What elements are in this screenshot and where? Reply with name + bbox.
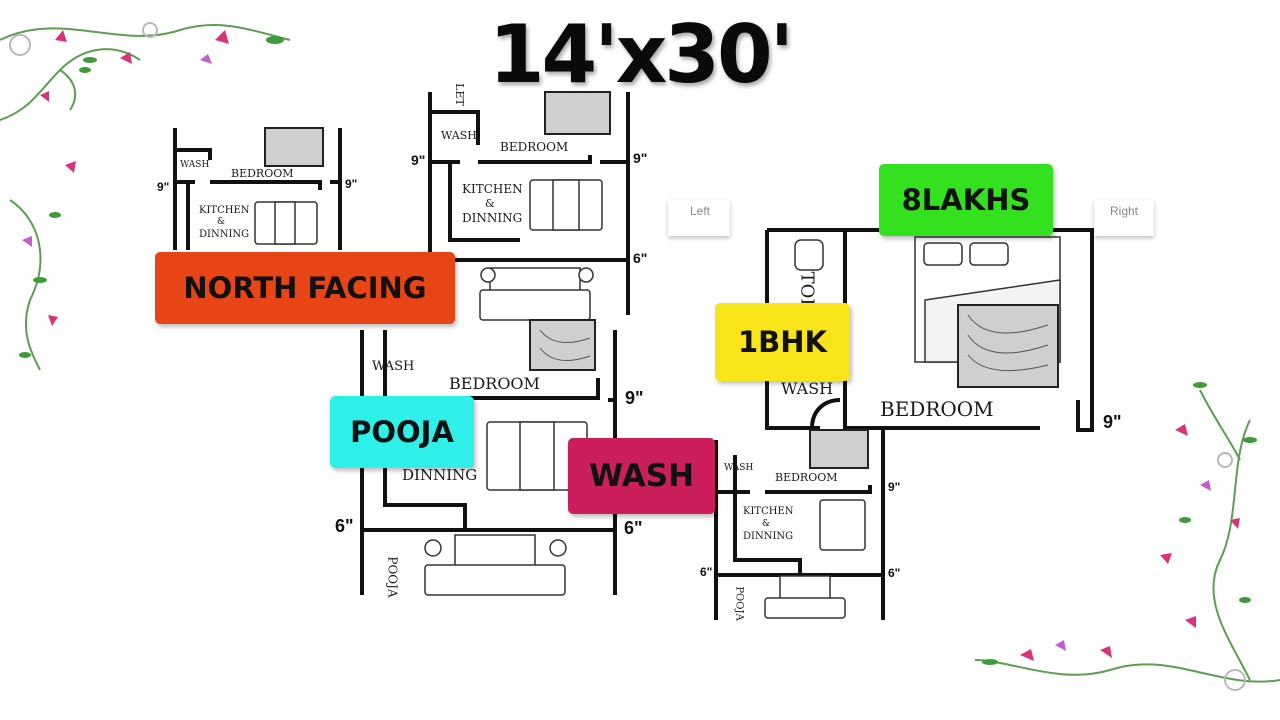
plan-e-amp: &	[762, 519, 771, 529]
plan-b-kitchen: KITCHEN	[462, 182, 523, 196]
plan-e-walls	[714, 430, 885, 620]
plan-b-wash: WASH	[441, 129, 477, 142]
plan-b-dinning: DINNING	[462, 211, 523, 225]
plan-d-toilet: TOI	[796, 271, 818, 306]
dim-b-six: 6"	[633, 250, 648, 266]
flower-vine-top-left-icon	[0, 22, 291, 371]
plan-c-dinning: DINNING	[402, 466, 478, 484]
flower-vine-bottom-right-icon	[974, 382, 1280, 691]
dim-c-six-right: 6"	[624, 518, 643, 538]
north-facing-badge: NORTH FACING	[155, 252, 455, 324]
bhk-badge: 1BHK	[715, 303, 850, 381]
plan-a-kitchen: KITCHEN	[199, 205, 250, 216]
dim-c-six-left: 6"	[335, 516, 354, 536]
wash-badge: WASH	[568, 438, 715, 514]
right-tab-label: Right	[1110, 204, 1139, 218]
plan-d-bedroom: BEDROOM	[880, 397, 994, 421]
left-tab: Left	[668, 200, 730, 236]
dim-a-left: 9"	[157, 180, 170, 194]
plan-e-dinning: DINNING	[743, 531, 794, 542]
plan-e-pooja: POOJA	[733, 586, 745, 621]
plan-c-wash: WASH	[372, 359, 415, 374]
plan-c-bedroom: BEDROOM	[449, 374, 540, 393]
plan-e-wash: WASH	[724, 463, 754, 473]
plan-e-bedroom: BEDROOM	[775, 471, 838, 484]
dim-b-left: 9"	[411, 152, 426, 168]
page-title: 14'x30'	[488, 8, 794, 101]
dim-e-right: 9"	[888, 480, 901, 494]
plan-c-pooja: POOJA	[385, 556, 400, 598]
pooja-badge: POOJA	[330, 396, 474, 468]
plan-b-amp: &	[485, 197, 495, 210]
dim-b-right: 9"	[633, 150, 648, 166]
dim-e-six-right: 6"	[888, 566, 901, 580]
plan-b-bedroom: BEDROOM	[500, 140, 569, 154]
price-badge: 8LAKHS	[879, 164, 1053, 236]
plan-e-kitchen: KITCHEN	[743, 506, 794, 517]
plan-a-wash: WASH	[180, 160, 210, 170]
left-tab-label: Left	[690, 204, 711, 218]
plan-a-bedroom: BEDROOM	[231, 167, 294, 180]
plan-a-walls	[173, 128, 342, 250]
dim-d-right: 9"	[1103, 412, 1122, 432]
dim-a-right: 9"	[345, 177, 358, 191]
plan-b-walls	[428, 92, 630, 315]
plan-a-dinning: DINNING	[199, 229, 250, 240]
plan-d-wash: WASH	[781, 379, 834, 398]
plan-a-amp: &	[217, 217, 226, 227]
dim-c-right: 9"	[625, 388, 644, 408]
right-tab: Right	[1094, 200, 1154, 236]
dim-e-six-left: 6"	[700, 565, 713, 579]
